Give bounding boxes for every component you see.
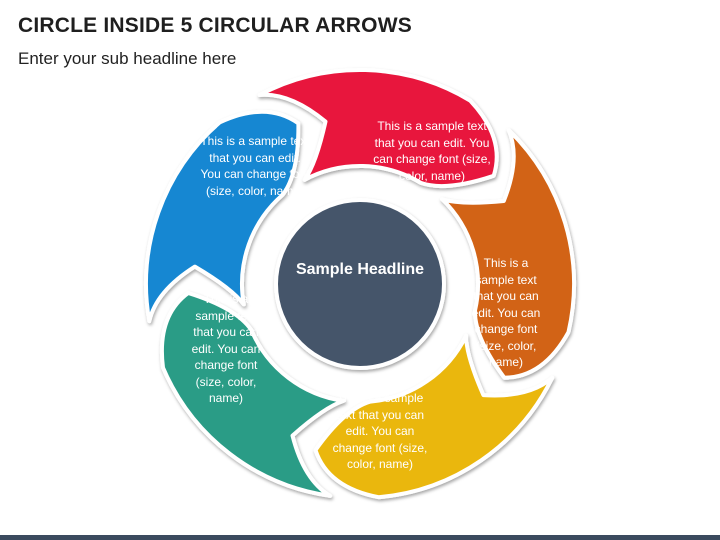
arrow-segment-yellow[interactable] (313, 333, 555, 500)
center-headline[interactable]: Sample Headline (295, 261, 425, 278)
segment-text-blue[interactable]: This is a sample text that you can edit.… (200, 134, 310, 198)
slide-title: CIRCLE INSIDE 5 CIRCULAR ARROWS (18, 14, 412, 37)
segment-text-yellow[interactable]: This is a sample text that you can edit.… (332, 391, 428, 471)
center-circle (274, 198, 446, 370)
footer-bar (0, 535, 720, 540)
arrow-segment-red[interactable] (257, 67, 499, 189)
segment-text-orange[interactable]: This is a sample text that you can edit.… (471, 256, 541, 369)
segment-text-red[interactable]: This is a sample text that you can edit.… (373, 119, 491, 183)
arrow-segment-orange[interactable] (440, 128, 576, 380)
segment-text-teal[interactable]: This is a sample text that you can edit.… (191, 292, 261, 405)
arrow-segment-teal[interactable] (159, 291, 346, 498)
arrow-segment-blue[interactable] (144, 109, 301, 324)
slide-subtitle: Enter your sub headline here (18, 49, 237, 68)
arrow-segments (144, 67, 576, 500)
